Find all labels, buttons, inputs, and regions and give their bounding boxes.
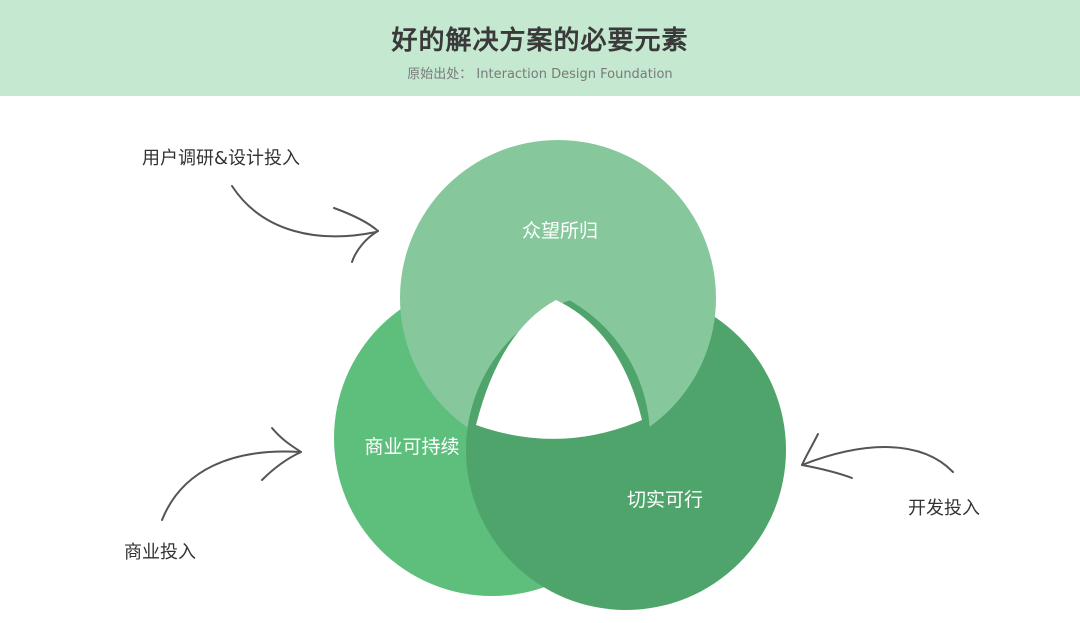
source-citation: 原始出处： Interaction Design Foundation xyxy=(407,67,673,82)
arrow-business xyxy=(161,427,302,521)
label-viable: 商业可持续 xyxy=(364,436,459,458)
arrow-development xyxy=(801,433,954,479)
input-development: 开发投入 xyxy=(908,498,980,519)
arrow-user-research xyxy=(231,185,379,263)
input-business: 商业投入 xyxy=(124,542,196,563)
header-banner: 好的解决方案的必要元素 原始出处： Interaction Design Fou… xyxy=(0,0,1080,96)
label-desirable: 众望所归 xyxy=(522,220,598,242)
center-intersection xyxy=(476,300,642,439)
input-user-research-design: 用户调研&设计投入 xyxy=(142,148,301,169)
label-feasible: 切实可行 xyxy=(627,489,703,511)
page-title: 好的解决方案的必要元素 xyxy=(391,26,689,56)
